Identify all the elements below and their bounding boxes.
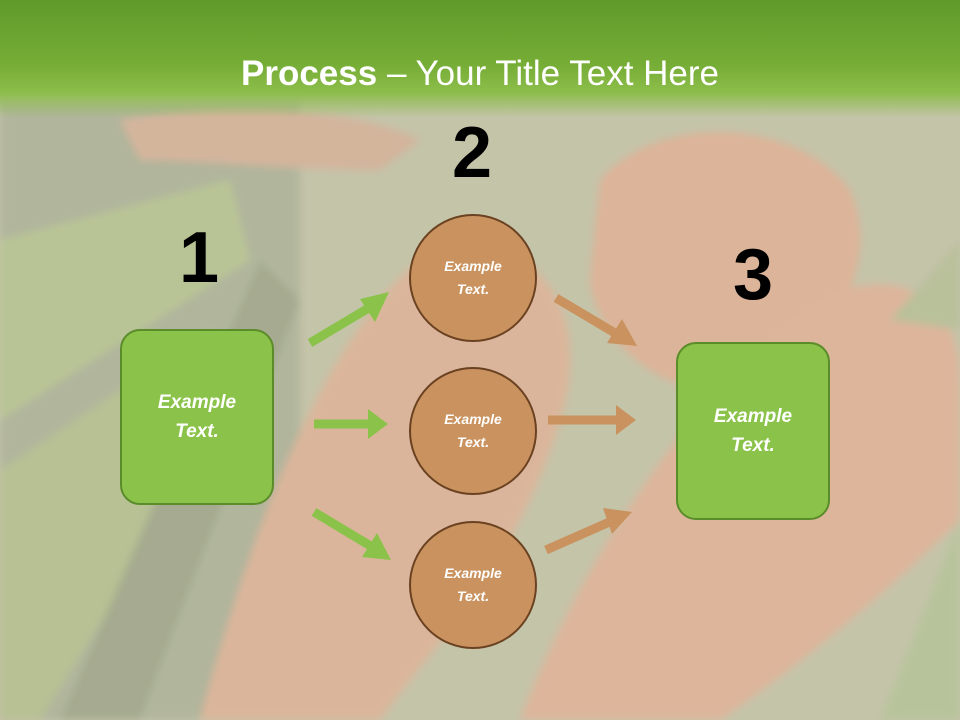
step-3-box: Example Text. [676, 342, 830, 520]
arrow-tan-up [544, 508, 632, 555]
step-2-circle-top: Example Text. [409, 214, 537, 342]
step-number-3: 3 [732, 235, 774, 315]
arrow-tan-right [548, 405, 636, 435]
arrow-green-right [314, 409, 388, 439]
step-1-box: Example Text. [120, 329, 274, 505]
step-2-circle-bottom: Example Text. [409, 521, 537, 649]
title-rest-text: – Your Title Text Here [377, 54, 719, 93]
title-bold-text: Process [241, 54, 378, 93]
arrow-green-down [311, 508, 391, 560]
arrow-tan-down [553, 294, 637, 346]
circle-top-text: Example Text. [444, 258, 502, 297]
step-number-2: 2 [451, 113, 493, 193]
circle-bottom-text: Example Text. [444, 565, 502, 604]
step-1-text: Example Text. [157, 392, 237, 442]
circle-middle-text: Example Text. [444, 411, 502, 450]
step-3-text: Example Text. [713, 406, 793, 456]
arrow-green-up [307, 292, 389, 347]
title-bar [0, 0, 960, 118]
step-2-circle-middle: Example Text. [409, 367, 537, 495]
slide-title: Process – Your Title Text Here [0, 52, 960, 96]
step-number-1: 1 [178, 218, 220, 298]
